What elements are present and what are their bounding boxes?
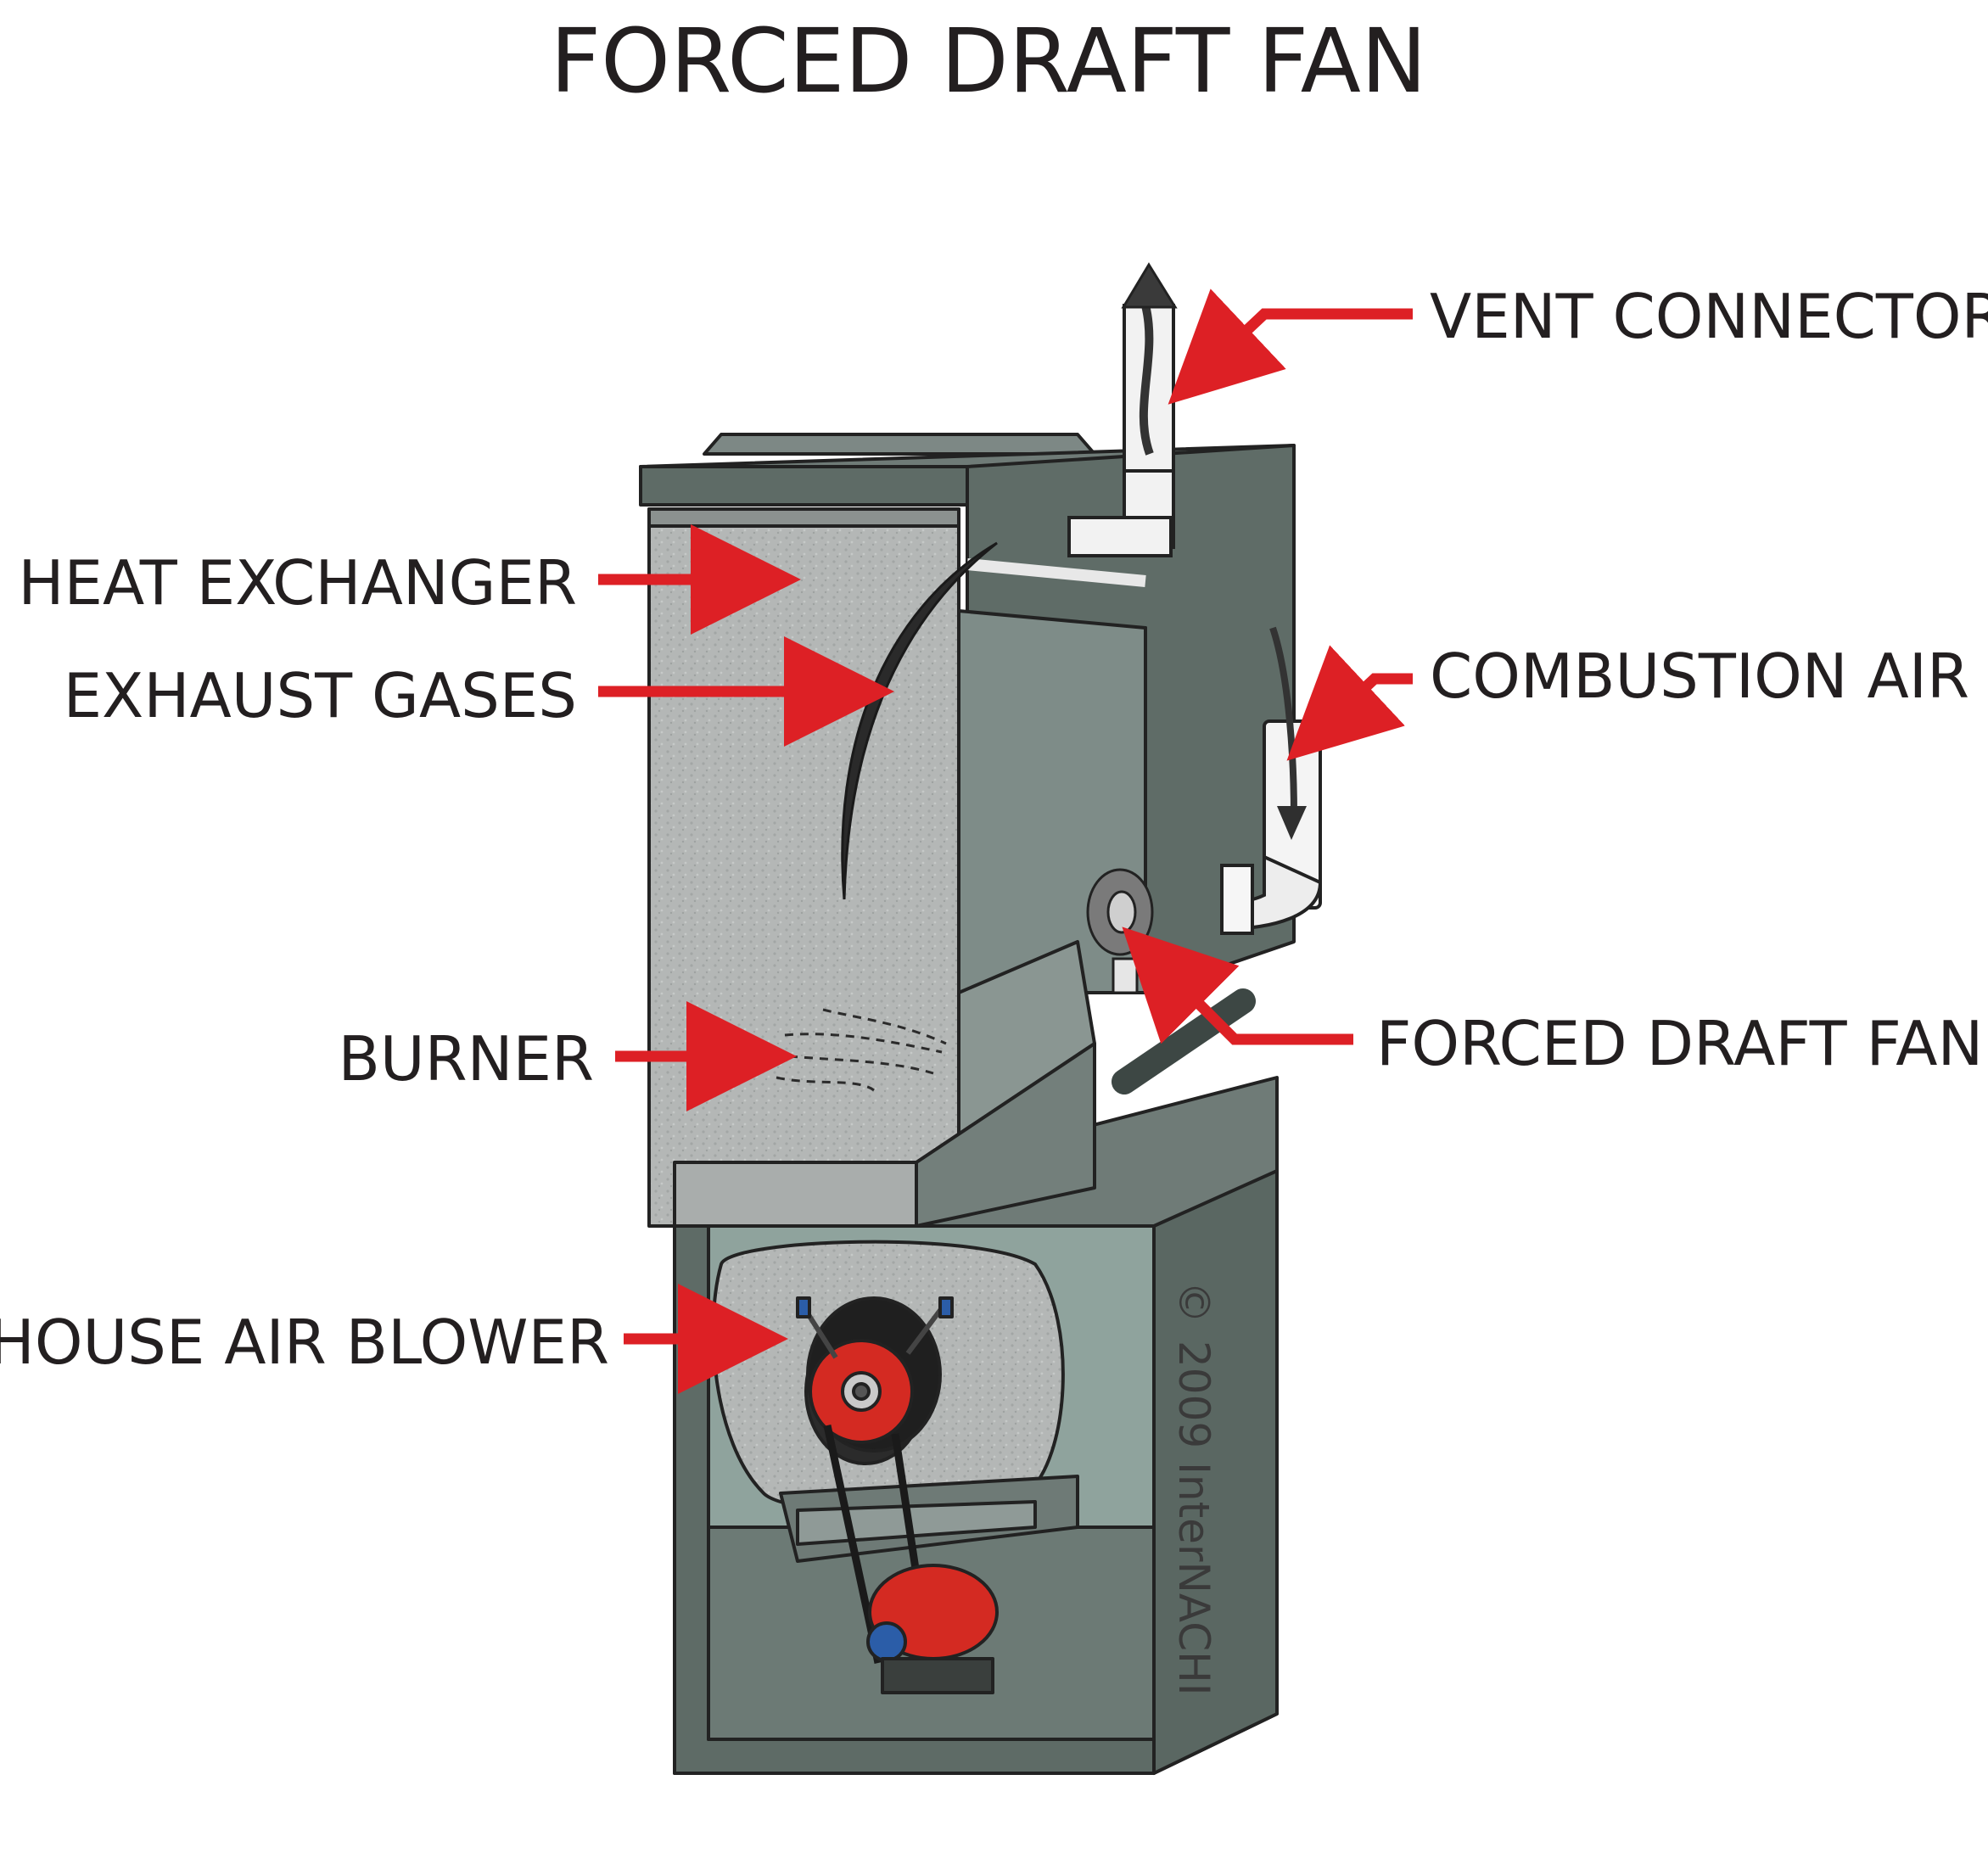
copyright-symbol: © <box>1169 1281 1218 1324</box>
combustion-air-flow-arrow <box>1277 806 1307 840</box>
burner-flames <box>776 1008 947 1092</box>
arrow-vent-connector <box>1168 288 1413 405</box>
vent-flow-arrow <box>1121 262 1178 309</box>
label-exhaust-gases: EXHAUST GASES <box>64 660 577 731</box>
house-air-blower-unit <box>711 1240 1079 1694</box>
label-burner: BURNER <box>339 1023 595 1094</box>
arrow-combustion-air <box>1286 645 1413 761</box>
combustion-air-pipe <box>1220 626 1323 935</box>
top-supply-opening <box>703 433 1096 456</box>
label-forced-draft-fan: FORCED DRAFT FAN <box>1376 1008 1983 1079</box>
callout-arrows <box>598 288 1413 1394</box>
label-vent-connector: VENT CONNECTOR <box>1430 281 1988 352</box>
copyright-notice: © 2009 InterNACHI <box>1169 1281 1218 1695</box>
label-combustion-air: COMBUSTION AIR <box>1430 641 1969 712</box>
arrow-forced-draft-fan <box>1122 926 1353 1045</box>
diagram-title: FORCED DRAFT FAN <box>550 9 1426 113</box>
label-house-air-blower: HOUSE AIR BLOWER <box>0 1307 609 1378</box>
heat-exchanger-body <box>647 507 960 1228</box>
label-heat-exchanger: HEAT EXCHANGER <box>18 547 577 619</box>
copyright-text: 2009 InterNACHI <box>1169 1341 1218 1695</box>
